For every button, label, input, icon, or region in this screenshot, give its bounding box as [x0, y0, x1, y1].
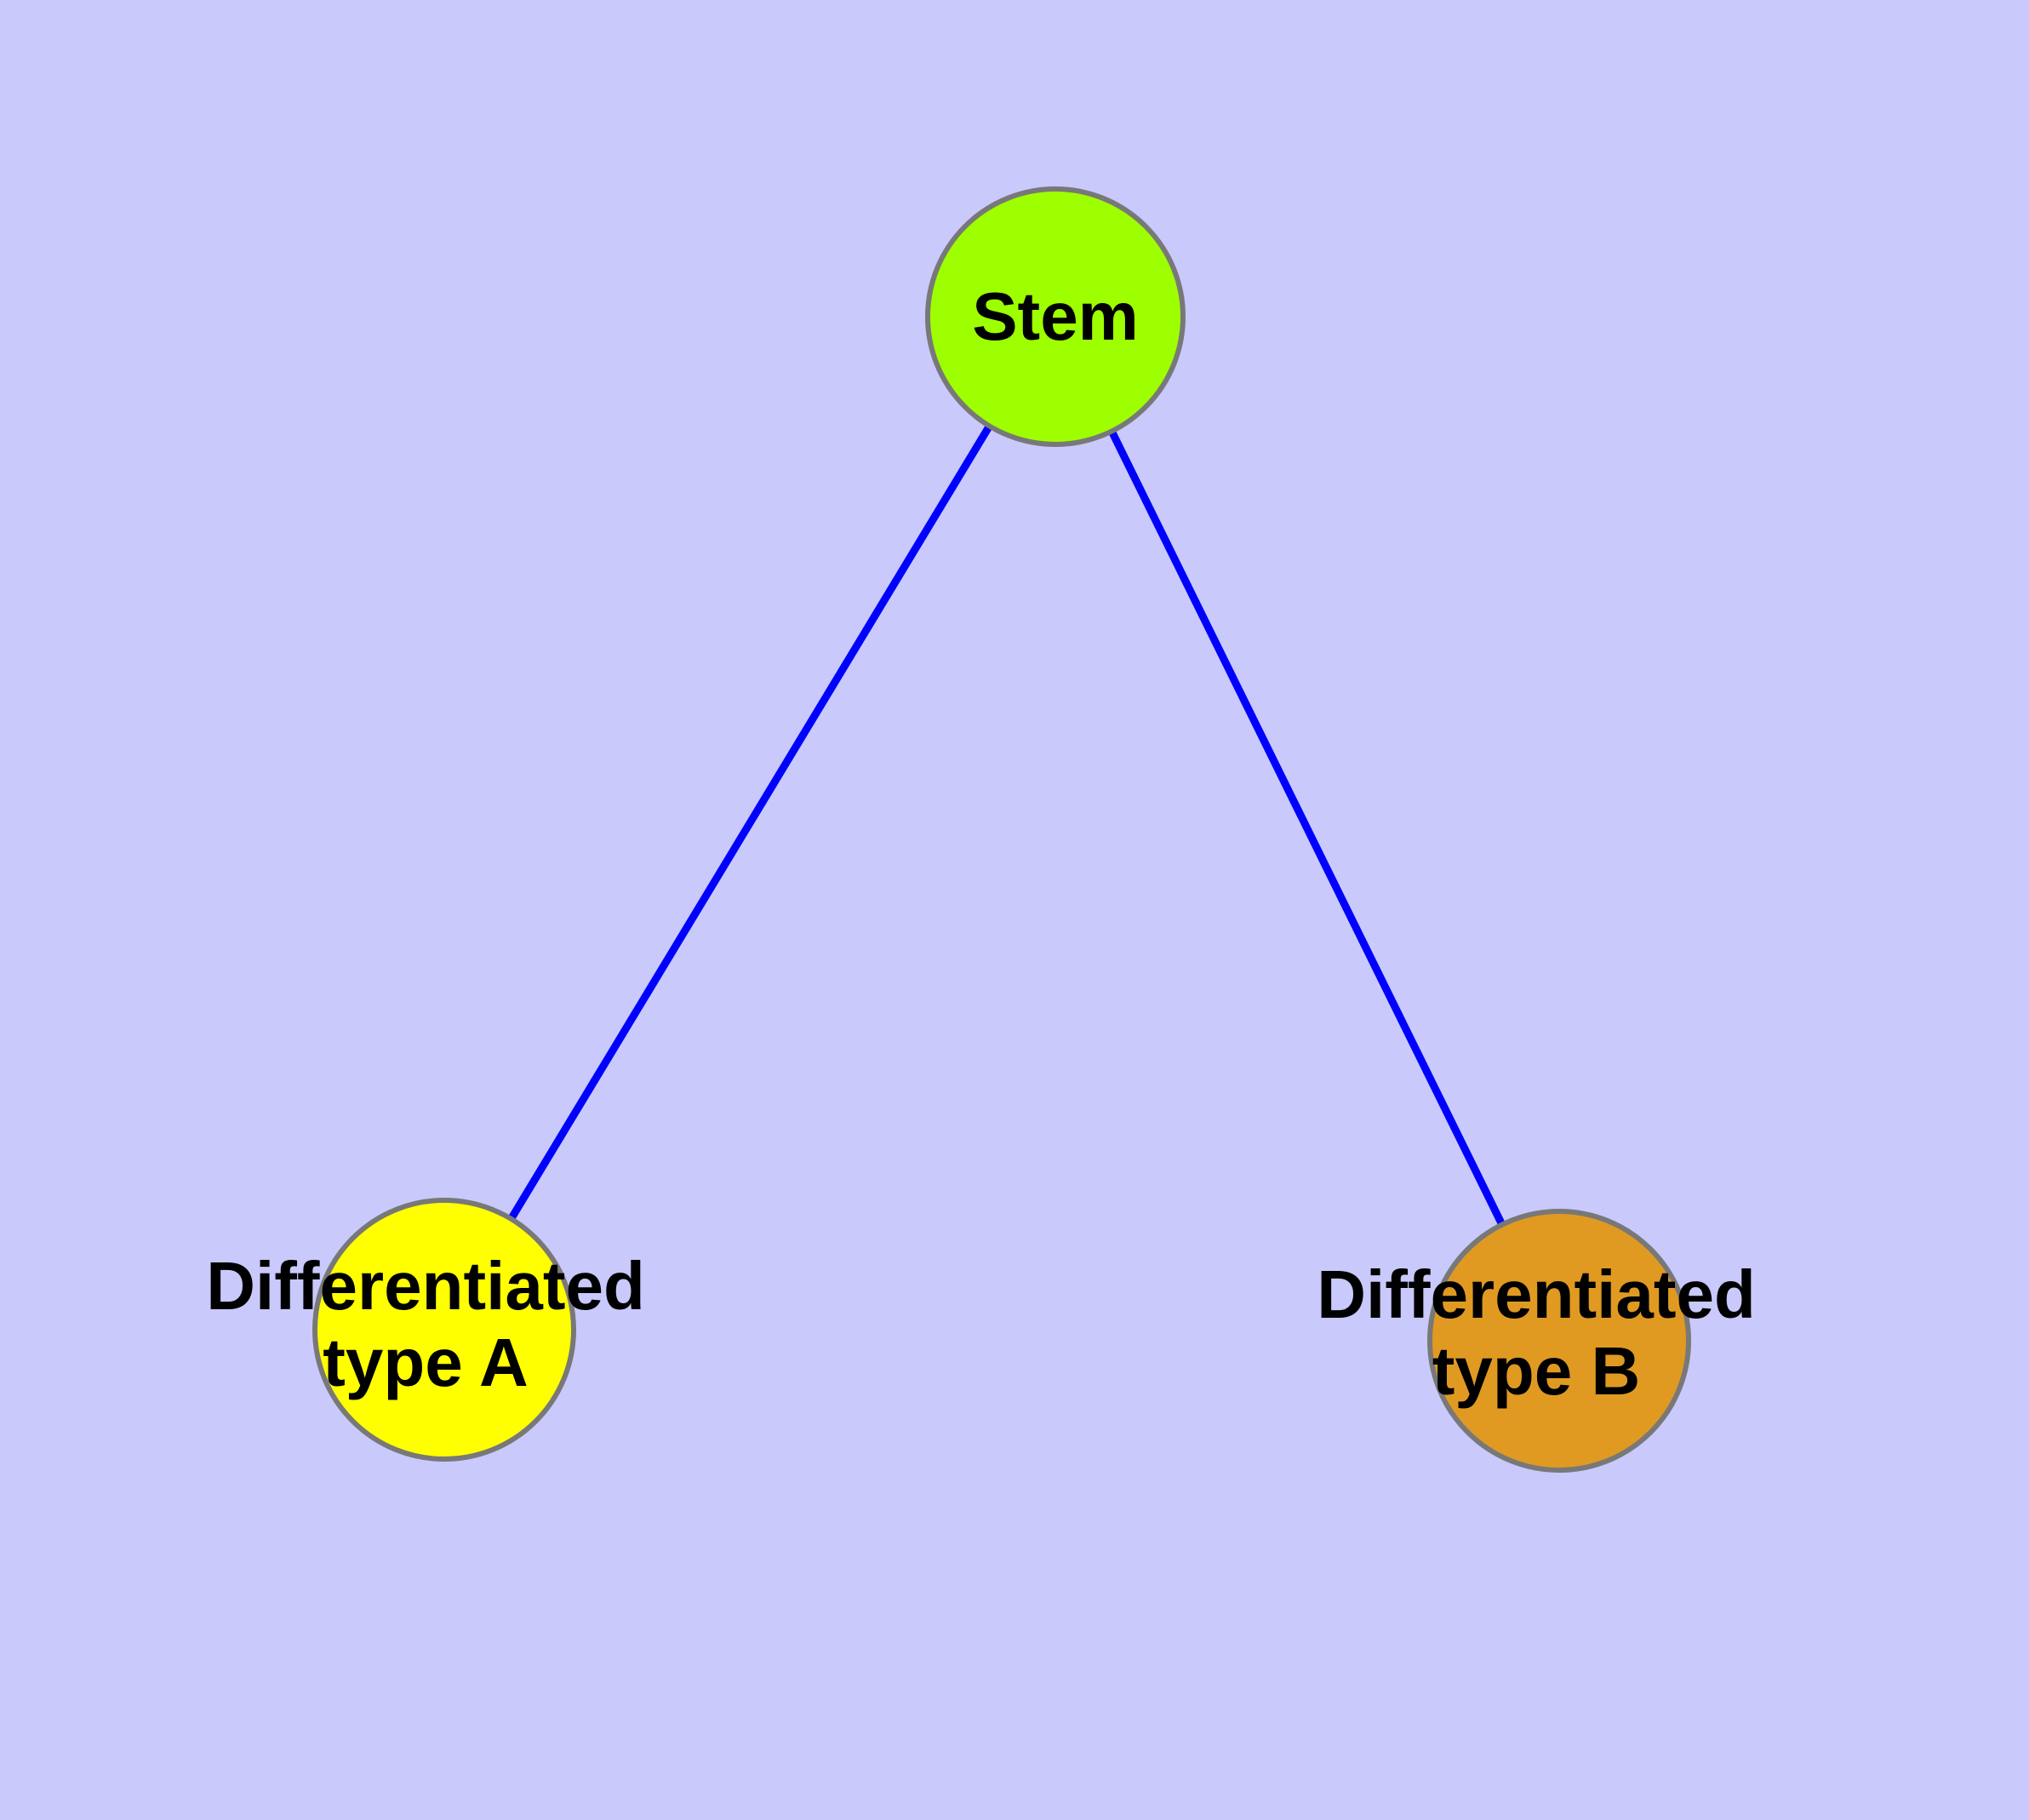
node-label-line: type A	[323, 1325, 529, 1400]
edge-stem-to-differentiated-b[interactable]	[1106, 426, 1507, 1230]
node-stem-label: Stem	[972, 278, 1139, 354]
edge-layer	[506, 421, 1507, 1230]
node-label-line: type B	[1432, 1333, 1641, 1409]
node-label-line: Stem	[972, 278, 1139, 354]
node-differentiated-type-a-circle[interactable]	[312, 1198, 576, 1462]
node-differentiated-type-b-circle[interactable]	[1427, 1209, 1691, 1473]
node-stem-circle[interactable]	[925, 186, 1186, 447]
node-layer	[312, 186, 1691, 1473]
edge-stem-to-differentiated-a[interactable]	[506, 421, 995, 1224]
node-stem[interactable]	[925, 186, 1186, 447]
node-differentiated-type-a[interactable]	[312, 1198, 576, 1462]
node-label-line: Differentiated	[206, 1248, 645, 1324]
node-differentiated-type-b[interactable]	[1427, 1209, 1691, 1473]
node-label-line: Differentiated	[1317, 1256, 1756, 1332]
